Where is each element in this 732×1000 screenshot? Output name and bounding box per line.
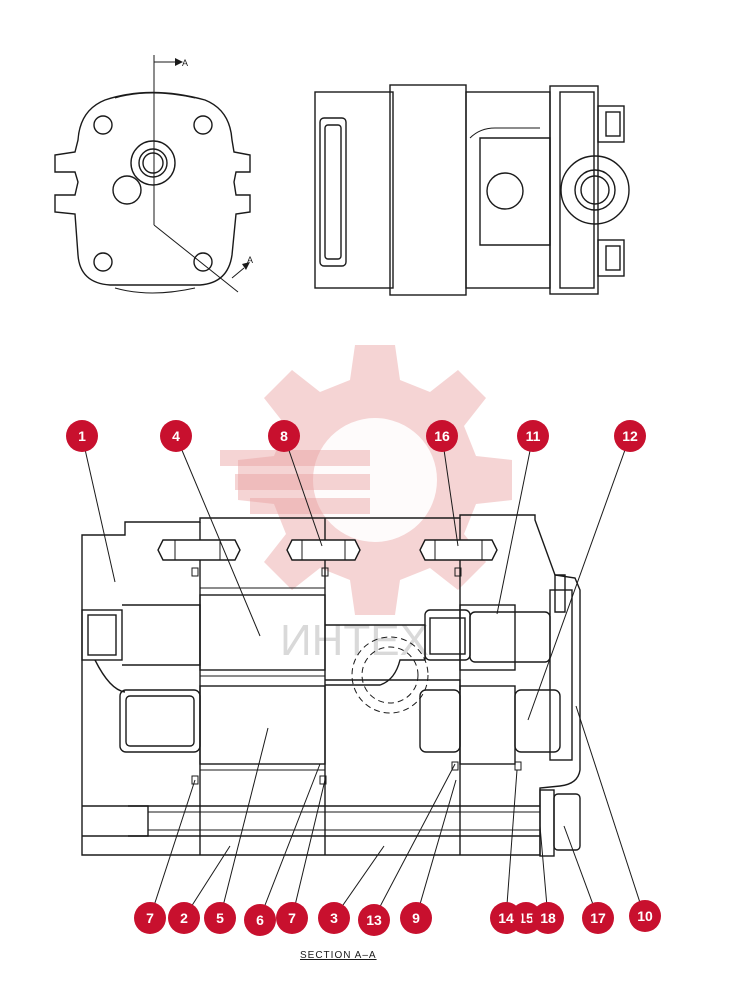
svg-text:8: 8 xyxy=(280,428,288,444)
leader-lines xyxy=(81,435,646,919)
watermark-logo xyxy=(220,345,512,615)
svg-text:18: 18 xyxy=(540,910,556,926)
svg-text:12: 12 xyxy=(622,428,638,444)
svg-text:9: 9 xyxy=(412,910,420,926)
bushing-right xyxy=(419,539,498,561)
svg-text:7: 7 xyxy=(146,910,154,926)
callout-7a: 7 xyxy=(134,902,166,934)
callout-12: 12 xyxy=(614,420,646,452)
svg-text:14: 14 xyxy=(498,910,514,926)
callout-1: 1 xyxy=(66,420,98,452)
end-view: A A xyxy=(54,55,253,294)
svg-text:16: 16 xyxy=(434,428,450,444)
bushing-middle xyxy=(286,539,361,561)
callout-11: 11 xyxy=(517,420,549,452)
svg-text:3: 3 xyxy=(330,910,338,926)
svg-text:1: 1 xyxy=(78,428,86,444)
svg-text:2: 2 xyxy=(180,910,188,926)
svg-text:4: 4 xyxy=(172,428,180,444)
section-view xyxy=(81,514,581,857)
callout-16: 16 xyxy=(426,420,458,452)
svg-text:6: 6 xyxy=(256,912,264,928)
callout-17: 17 xyxy=(582,902,614,934)
callout-10: 10 xyxy=(629,900,661,932)
svg-text:17: 17 xyxy=(590,910,606,926)
section-marker-bottom: A xyxy=(247,255,253,265)
callout-14: 14 xyxy=(490,902,522,934)
callout-2: 2 xyxy=(168,902,200,934)
callout-9: 9 xyxy=(400,902,432,934)
callout-18: 18 xyxy=(532,902,564,934)
callout-6: 6 xyxy=(244,904,276,936)
bushing-left xyxy=(157,539,241,561)
callout-4: 4 xyxy=(160,420,192,452)
watermark-text: ИНТЕХ xyxy=(280,616,429,665)
side-view xyxy=(314,84,630,296)
callout-8: 8 xyxy=(268,420,300,452)
section-caption: SECTION A–A xyxy=(300,950,377,961)
callout-7b: 7 xyxy=(276,902,308,934)
svg-text:10: 10 xyxy=(637,908,653,924)
callout-5a: 5 xyxy=(204,902,236,934)
svg-text:13: 13 xyxy=(366,912,382,928)
callout-13: 13 xyxy=(358,904,390,936)
section-marker-top: A xyxy=(182,58,188,68)
callout-3: 3 xyxy=(318,902,350,934)
svg-text:15: 15 xyxy=(518,910,534,926)
svg-text:7: 7 xyxy=(288,910,296,926)
svg-text:5: 5 xyxy=(216,910,224,926)
svg-text:11: 11 xyxy=(526,428,541,444)
